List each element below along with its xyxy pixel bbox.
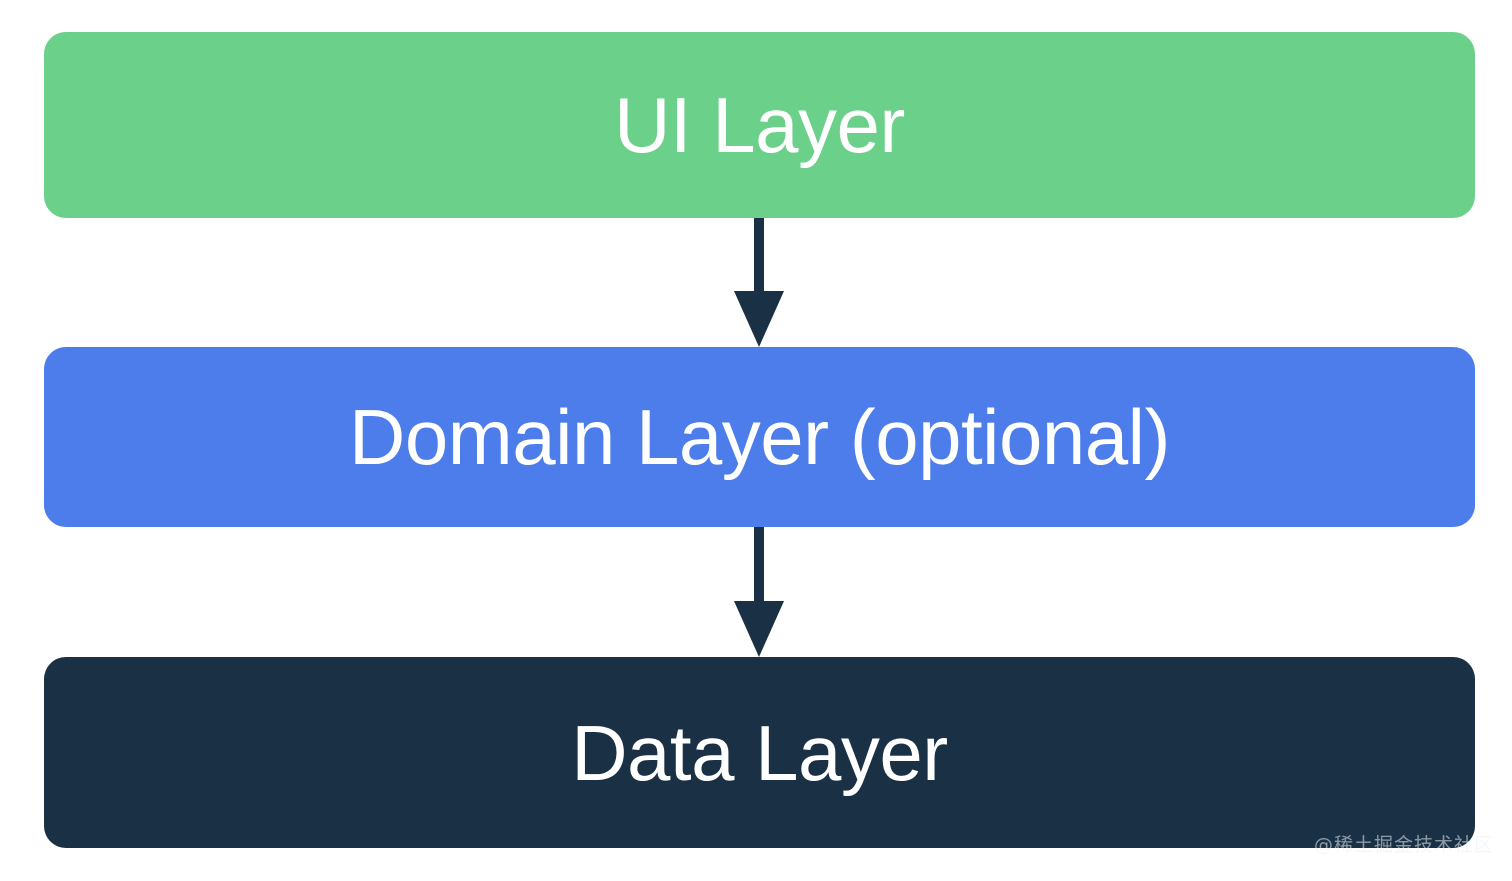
arrow-ui-to-domain (733, 218, 785, 347)
layer-label-domain: Domain Layer (optional) (349, 393, 1170, 481)
arrow-domain-to-data (733, 527, 785, 657)
layer-label-ui: UI Layer (614, 81, 905, 169)
layer-box-ui[interactable]: UI Layer (44, 32, 1475, 218)
layer-label-data: Data Layer (571, 708, 948, 797)
watermark: @稀土掘金技术社区 (1313, 834, 1494, 856)
arrow-down-icon (734, 218, 784, 347)
layer-box-data[interactable]: Data Layer (44, 657, 1475, 848)
layer-box-domain[interactable]: Domain Layer (optional) (44, 347, 1475, 527)
arrow-down-icon (734, 527, 784, 657)
